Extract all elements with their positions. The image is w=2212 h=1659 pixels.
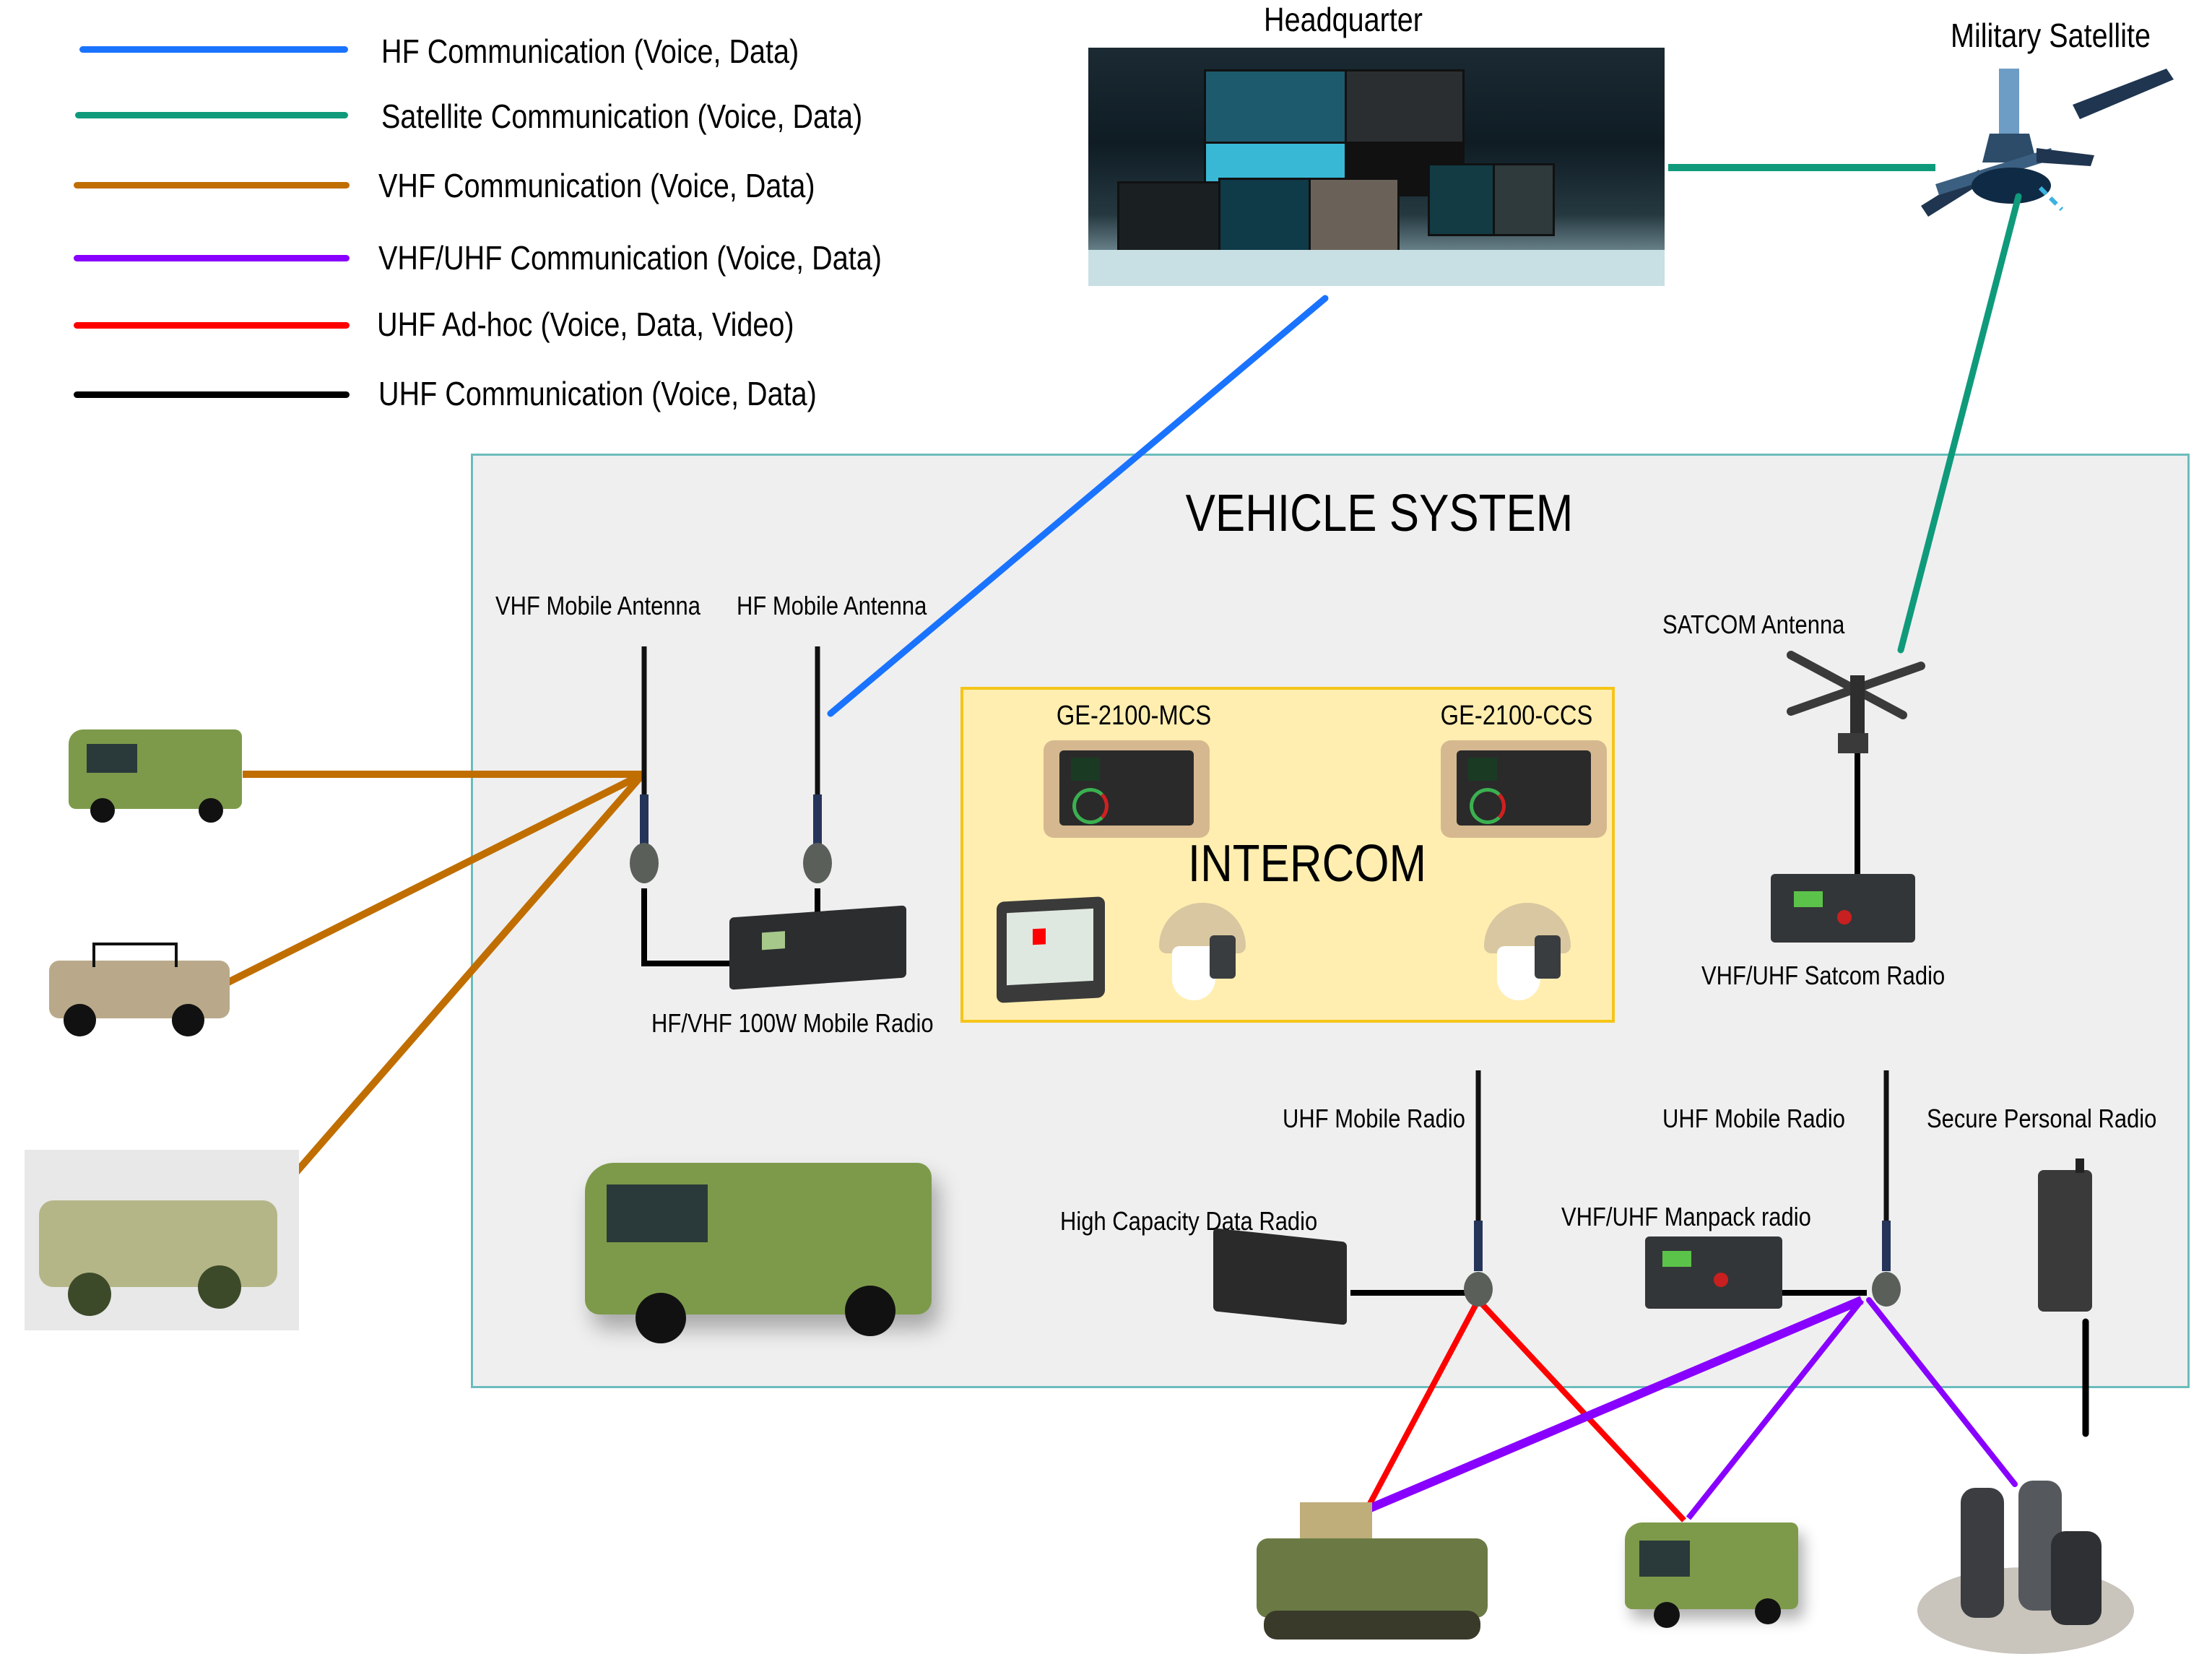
legend-swatch-uhf-adhoc (74, 322, 350, 329)
manpack-radio-icon (1645, 1236, 1782, 1309)
legend-label-hf: HF Communication (Voice, Data) (381, 33, 799, 70)
headquarter-photo (1088, 48, 1665, 286)
tank-icon (1257, 1502, 1495, 1647)
legend-swatch-uhf (74, 391, 350, 398)
legend-swatch-hf (79, 46, 348, 53)
uhf-mobile-radio-2-label: UHF Mobile Radio (1662, 1104, 1845, 1133)
hf-vhf-radio-icon (729, 905, 906, 990)
legend-swatch-vhf-uhf (74, 255, 350, 261)
satcom-radio-icon (1771, 874, 1915, 943)
mcs-label: GE-2100-MCS (1056, 701, 1212, 731)
legend-label-vhf: VHF Communication (Voice, Data) (378, 167, 815, 204)
external-command-van-icon (69, 722, 242, 823)
military-satellite-label: Military Satellite (1951, 17, 2151, 54)
ccs-label: GE-2100-CCS (1440, 701, 1593, 731)
manpack-radio-label: VHF/UHF Manpack radio (1561, 1202, 1811, 1231)
hf-vhf-radio-label: HF/VHF 100W Mobile Radio (651, 1008, 934, 1038)
uhf-mobile-radio-1-label: UHF Mobile Radio (1283, 1104, 1465, 1133)
high-capacity-data-radio-icon (1213, 1228, 1347, 1325)
tablet-icon (997, 896, 1105, 1003)
legend-label-uhf-adhoc: UHF Ad-hoc (Voice, Data, Video) (377, 306, 794, 343)
field-van-icon (1625, 1515, 1798, 1638)
ccs-control-unit-icon (1441, 740, 1607, 838)
satellite-icon (1921, 69, 2174, 217)
headset-helmet-icon-1 (1145, 896, 1253, 1004)
satcom-antenna-label: SATCOM Antenna (1662, 610, 1845, 639)
mcs-control-unit-icon (1044, 740, 1210, 838)
vehicle-system-title: VEHICLE SYSTEM (1185, 485, 1574, 542)
secure-personal-radio-label: Secure Personal Radio (1927, 1104, 2157, 1133)
soldiers-icon (1917, 1473, 2141, 1654)
command-van-icon (585, 1112, 932, 1351)
legend-label-uhf: UHF Communication (Voice, Data) (378, 375, 817, 412)
external-humvee-icon (49, 932, 230, 1040)
headquarter-label: Headquarter (1264, 1, 1423, 38)
intercom-label: INTERCOM (1187, 835, 1427, 893)
external-apc-icon (25, 1150, 299, 1330)
legend-label-vhf-uhf: VHF/UHF Communication (Voice, Data) (378, 239, 882, 277)
vhf-mobile-antenna-label: VHF Mobile Antenna (495, 591, 701, 620)
secure-personal-radio-icon (2038, 1158, 2092, 1312)
headset-helmet-icon-2 (1470, 896, 1578, 1004)
legend-swatch-satellite (75, 112, 348, 118)
high-capacity-data-radio-label: High Capacity Data Radio (1060, 1206, 1318, 1236)
legend-label-satellite: Satellite Communication (Voice, Data) (381, 98, 863, 135)
hf-mobile-antenna-label: HF Mobile Antenna (737, 591, 927, 620)
legend-swatch-vhf (74, 182, 350, 189)
satcom-radio-label: VHF/UHF Satcom Radio (1701, 961, 1946, 990)
